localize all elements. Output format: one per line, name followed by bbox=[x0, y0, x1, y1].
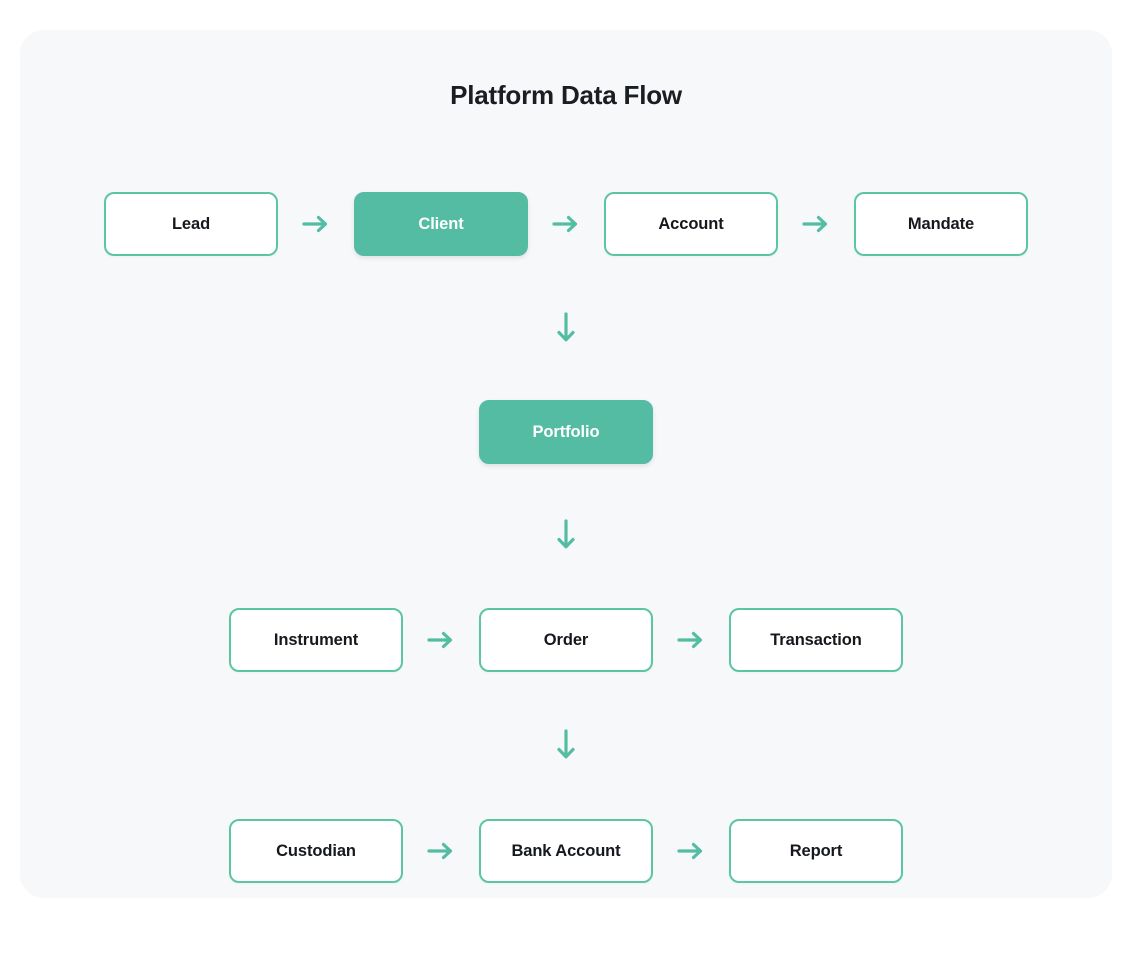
arrow-right-icon bbox=[528, 212, 604, 236]
flow-node-label: Mandate bbox=[907, 214, 975, 233]
flow-node-label: Account bbox=[658, 214, 724, 233]
arrow-right-icon bbox=[653, 628, 729, 652]
arrow-right-icon bbox=[653, 839, 729, 863]
page-title: Platform Data Flow bbox=[450, 80, 682, 110]
arrow-right-icon bbox=[403, 628, 479, 652]
flow-node-label: Bank Account bbox=[511, 841, 621, 860]
arrow-right-icon bbox=[278, 212, 354, 236]
flow-node-portfolio[interactable]: Portfolio bbox=[479, 400, 653, 464]
flow-node-bank-account[interactable]: Bank Account bbox=[479, 819, 653, 883]
arrow-right-icon bbox=[778, 212, 854, 236]
arrow-down-icon bbox=[20, 518, 1112, 552]
flow-row-settlement: Custodian Bank Account Report bbox=[20, 819, 1112, 883]
flow-node-label: Instrument bbox=[273, 630, 359, 649]
flow-node-label: Portfolio bbox=[532, 422, 600, 441]
flow-node-label: Custodian bbox=[276, 841, 356, 860]
flow-node-instrument[interactable]: Instrument bbox=[229, 608, 403, 672]
flow-node-client[interactable]: Client bbox=[354, 192, 528, 256]
flow-node-label: Lead bbox=[171, 214, 211, 233]
arrow-down-icon bbox=[20, 311, 1112, 345]
flow-node-mandate[interactable]: Mandate bbox=[854, 192, 1028, 256]
flow-node-report[interactable]: Report bbox=[729, 819, 903, 883]
flow-node-label: Transaction bbox=[770, 630, 862, 649]
flow-node-custodian[interactable]: Custodian bbox=[229, 819, 403, 883]
flow-row-entities: Lead Client Account Mandat bbox=[20, 192, 1112, 256]
flow-node-order[interactable]: Order bbox=[479, 608, 653, 672]
arrow-right-icon bbox=[403, 839, 479, 863]
flow-node-lead[interactable]: Lead bbox=[104, 192, 278, 256]
flow-row-trading: Instrument Order Transaction bbox=[20, 608, 1112, 672]
arrow-down-icon bbox=[20, 728, 1112, 762]
flow-node-account[interactable]: Account bbox=[604, 192, 778, 256]
diagram-card: Platform Data Flow Lead Client Account bbox=[20, 30, 1112, 898]
flow-row-portfolio: Portfolio bbox=[20, 400, 1112, 464]
flow-node-label: Client bbox=[418, 214, 464, 233]
flow-node-label: Report bbox=[789, 841, 843, 860]
flow-node-transaction[interactable]: Transaction bbox=[729, 608, 903, 672]
flow-node-label: Order bbox=[543, 630, 589, 649]
